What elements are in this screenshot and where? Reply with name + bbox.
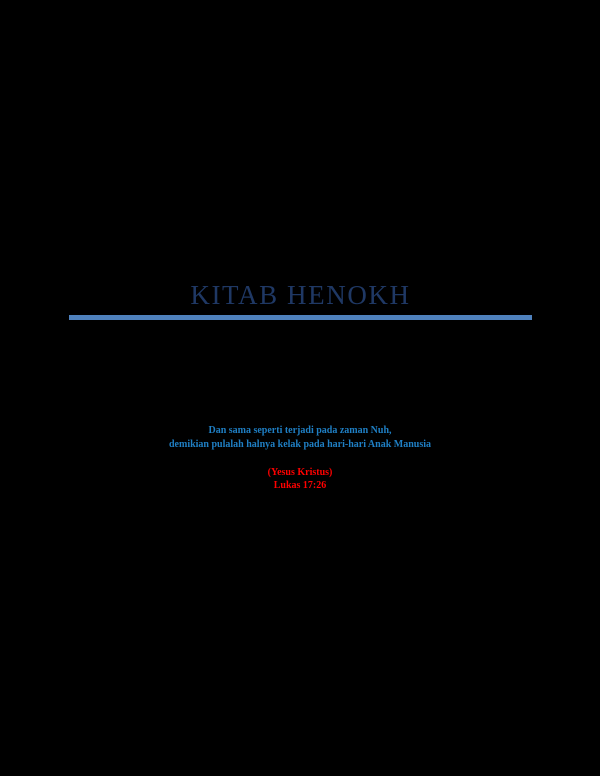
page-title: KITAB HENOKH <box>190 280 411 310</box>
attribution-speaker: (Yesus Kristus) <box>267 467 333 478</box>
epigraph-quote: Dan sama seperti terjadi pada zaman Nuh,… <box>50 424 550 452</box>
title-horizontal-rule <box>69 315 532 320</box>
title-block: KITAB HENOKH <box>69 280 532 320</box>
attribution-reference: Lukas 17:26 <box>273 480 327 491</box>
epigraph-line: demikian pulalah halnya kelak pada hari-… <box>168 439 432 450</box>
epigraph-attribution: (Yesus Kristus) Lukas 17:26 <box>50 466 550 492</box>
epigraph-line: Dan sama seperti terjadi pada zaman Nuh, <box>208 425 392 436</box>
